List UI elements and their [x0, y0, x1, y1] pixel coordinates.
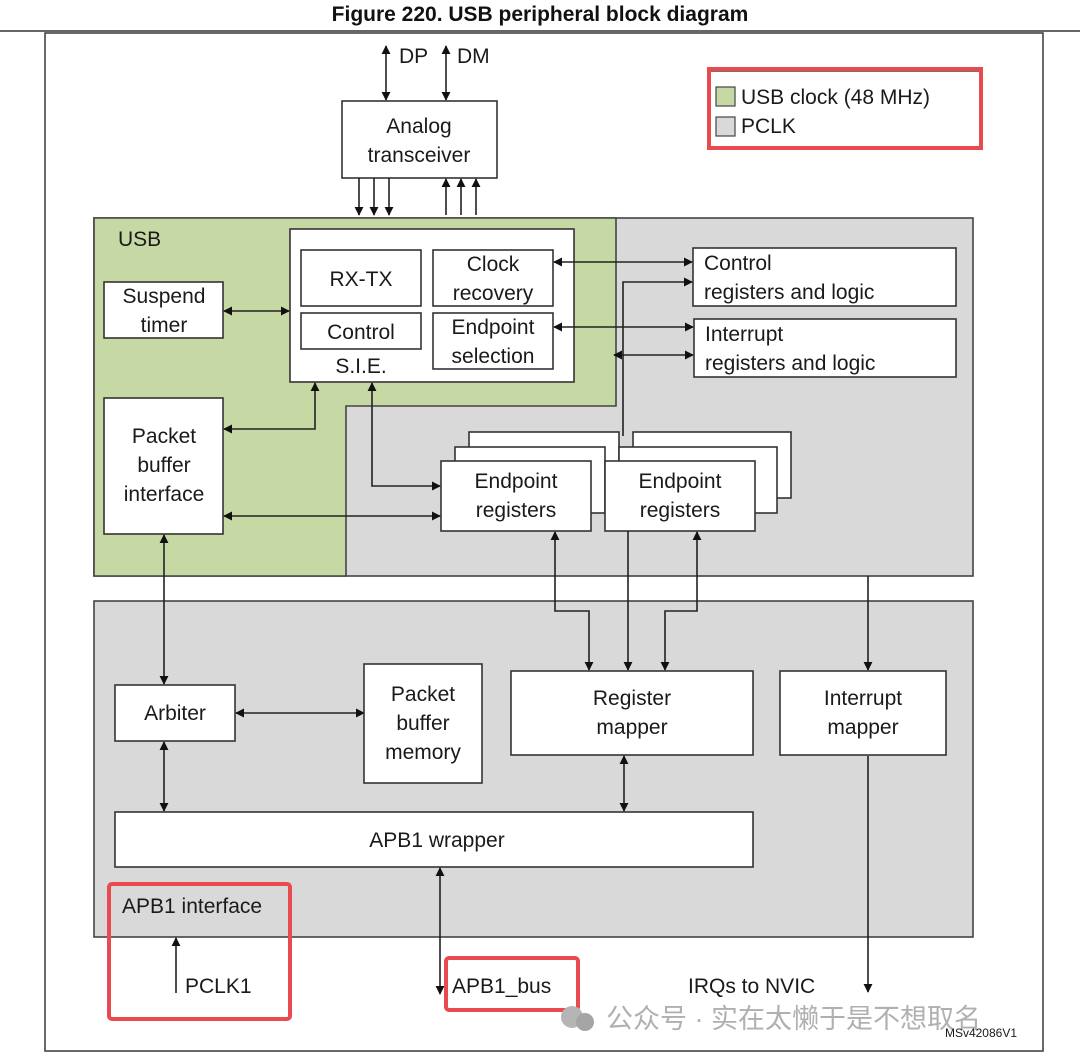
pbi-line1: Packet [132, 425, 196, 448]
pbm-line3: memory [385, 741, 461, 764]
packet-buffer-memory-block: Packet buffer memory [363, 663, 483, 784]
register-mapper-block: Register mapper [510, 670, 754, 756]
control-block [300, 312, 422, 350]
arbiter-block: Arbiter [114, 684, 236, 742]
transceiver-tx-lines [441, 178, 481, 215]
clock-recovery-line1: Clock [467, 253, 520, 276]
control-registers-line1: Control [704, 252, 772, 275]
packet-buffer-interface-block: Packet buffer interface [103, 397, 224, 535]
pbm-line2: buffer [396, 712, 449, 735]
legend-label-usb-clock: USB clock (48 MHz) [741, 86, 930, 109]
suspend-timer-line1: Suspend [123, 285, 206, 308]
dm-label: DM [457, 45, 490, 68]
pbi-sie-link [223, 382, 320, 434]
interrupt-registers-block: Interrupt registers and logic [693, 318, 957, 378]
watermark-text: 公众号 · 实在太懒于是不想取名 [606, 1004, 981, 1034]
endpoint-registers-1-line1: Endpoint [475, 470, 558, 493]
control-registers-line2: registers and logic [704, 281, 874, 304]
pbi-line3: interface [124, 483, 205, 506]
sie-label: S.I.E. [335, 355, 386, 378]
apb1-interface-label: APB1 interface [122, 895, 262, 918]
legend-highlight [707, 67, 983, 150]
irqs-to-nvic-label: IRQs to NVIC [688, 975, 815, 998]
endpoint-registers-stack-2: Endpoint registers [604, 431, 792, 532]
register-mapper-line2: mapper [596, 716, 667, 739]
apb1-wrapper-block: APB1 wrapper [114, 811, 754, 868]
register-mapper-line1: Register [593, 687, 671, 710]
endpoint-registers-2-line1: Endpoint [639, 470, 722, 493]
clock-recovery-block [432, 249, 554, 307]
endpoint-registers-1-line2: registers [476, 499, 557, 522]
ep1-regmapper-link [550, 531, 594, 671]
interrupt-mapper-line1: Interrupt [824, 687, 902, 710]
analog-transceiver-block: Analog transceiver [341, 100, 498, 179]
apb1-interface-highlight [107, 882, 292, 1021]
apb1-interface-region [93, 600, 974, 938]
sie-block: RX-TX Control S.I.E. Clock recovery Endp… [289, 228, 575, 383]
control-registers-block: Control registers and logic [692, 247, 957, 307]
transceiver-rx-lines [354, 178, 394, 216]
figure-frame [44, 32, 1044, 1052]
endpoint-selection-line1: Endpoint [452, 316, 535, 339]
usb-region-label: USB [118, 228, 161, 251]
figure-title: Figure 220. USB peripheral block diagram [331, 3, 749, 26]
suspend-timer-line2: timer [141, 314, 188, 337]
apb1-bus-highlight [444, 956, 580, 1012]
legend-swatch-usb-clock [715, 86, 736, 107]
rx-tx-label: RX-TX [330, 268, 393, 291]
arbiter-label: Arbiter [144, 702, 206, 725]
rx-tx-block [300, 249, 422, 307]
legend: USB clock (48 MHz) PCLK [707, 67, 983, 150]
legend-label-pclk: PCLK [741, 115, 796, 138]
interrupt-mapper-block: Interrupt mapper [779, 670, 947, 756]
control-label: Control [327, 321, 395, 344]
analog-transceiver-line1: Analog [386, 115, 451, 138]
sie-endpoint-link [367, 382, 441, 491]
endpoint-registers-2-line2: registers [640, 499, 721, 522]
endpoint-selection-block [432, 312, 554, 370]
watermark: 公众号 · 实在太懒于是不想取名 [561, 1004, 981, 1034]
clock-recovery-line2: recovery [453, 282, 534, 305]
interrupt-registers-line1: Interrupt [705, 323, 783, 346]
suspend-timer-block: Suspend timer [103, 281, 224, 339]
endpoint-control-link [622, 277, 693, 436]
dp-label: DP [399, 45, 428, 68]
interrupt-mapper-line2: mapper [827, 716, 898, 739]
analog-transceiver-line2: transceiver [368, 144, 471, 167]
ep2-regmapper-link [660, 531, 702, 671]
interrupt-registers-line2: registers and logic [705, 352, 875, 375]
apb1-bus-label: APB1_bus [452, 975, 551, 998]
endpoint-selection-line2: selection [452, 345, 535, 368]
pbm-line1: Packet [391, 683, 455, 706]
figure-code: MSv42086V1 [945, 1026, 1017, 1040]
pbi-line2: buffer [137, 454, 190, 477]
apb1-wrapper-label: APB1 wrapper [369, 829, 504, 852]
legend-swatch-pclk [715, 116, 736, 137]
pclk1-label: PCLK1 [185, 975, 252, 998]
